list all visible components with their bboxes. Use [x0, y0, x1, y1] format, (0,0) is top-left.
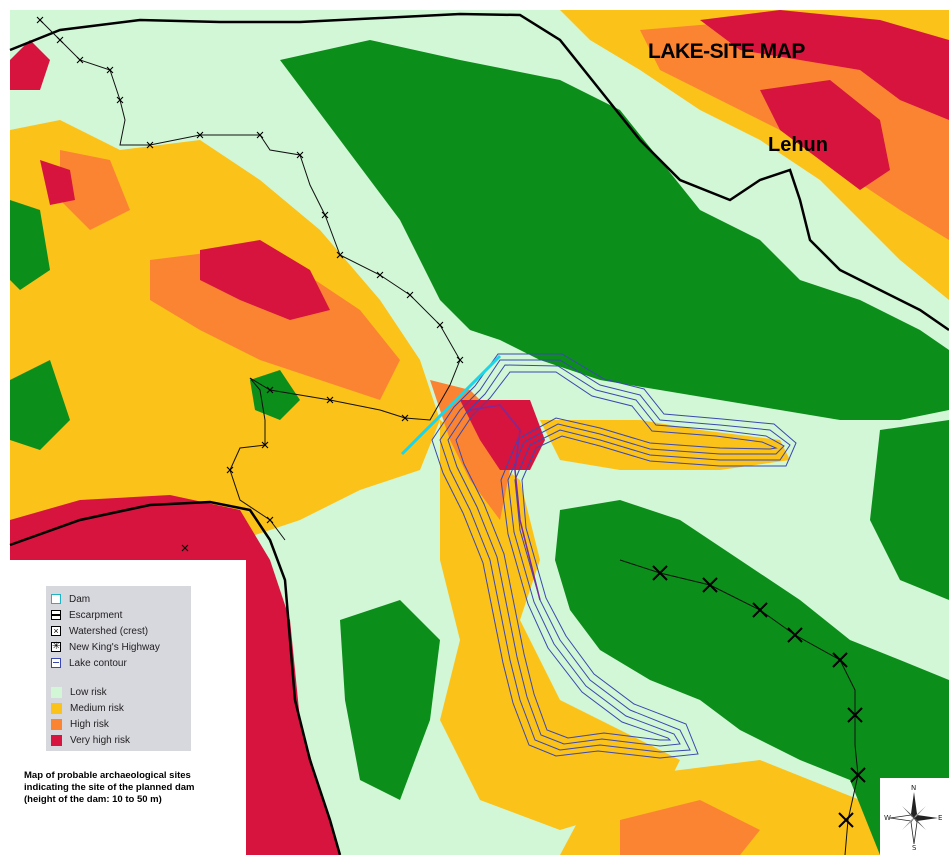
vegetation-area: [280, 40, 949, 420]
legend-item-low-risk[interactable]: Low risk: [46, 685, 107, 699]
legend-box: Dam Escarpment × Watershed (crest) ✳ New…: [46, 586, 191, 751]
caption-line: (height of the dam: 10 to 50 m): [24, 794, 162, 805]
vegetation-area: [610, 240, 720, 310]
very-high-risk-area: [460, 400, 545, 470]
very-high-risk-swatch: [51, 734, 62, 746]
caption-line: indicating the site of the planned dam: [24, 782, 195, 793]
lake-contours[interactable]: [431, 353, 797, 759]
high-risk-swatch: [51, 718, 62, 730]
legend-item-highway[interactable]: ✳ New King's Highway: [46, 640, 160, 654]
legend-panel: Dam Escarpment × Watershed (crest) ✳ New…: [10, 560, 246, 855]
very-high-risk-area: [760, 80, 890, 190]
vegetation-area: [870, 420, 949, 600]
dam-line[interactable]: [400, 354, 502, 456]
legend-label: Dam: [69, 593, 91, 605]
compass-north: N: [911, 784, 917, 792]
escarpment-line: [9, 500, 342, 855]
very-high-risk-area: [40, 160, 75, 205]
map-title: LAKE-SITE MAP: [648, 40, 805, 63]
highway-markers: [652, 565, 866, 828]
caption-line: Map of probable archaeological sites: [24, 770, 191, 781]
highway-line: [619, 559, 859, 855]
vegetation-area: [340, 600, 440, 800]
medium-risk-area: [540, 420, 790, 470]
highway-line-icon: ✳: [51, 641, 61, 652]
legend-label: New King's Highway: [69, 641, 160, 653]
compass-south: S: [912, 844, 917, 852]
medium-risk-swatch: [51, 702, 62, 714]
high-risk-area: [60, 150, 130, 230]
legend-item-medium-risk[interactable]: Medium risk: [46, 701, 124, 715]
high-risk-area: [150, 250, 400, 400]
legend-label: Lake contour: [69, 657, 127, 669]
legend-item-watershed[interactable]: × Watershed (crest): [46, 624, 148, 638]
vegetation-area: [10, 360, 70, 450]
legend-item-dam[interactable]: Dam: [46, 592, 90, 606]
legend-item-high-risk[interactable]: High risk: [46, 717, 109, 731]
escarpment-line-icon: [51, 610, 61, 620]
place-label-lehun: Lehun: [768, 134, 828, 156]
very-high-risk-area: [200, 240, 330, 320]
watershed-line-icon: ×: [51, 626, 61, 636]
vegetation-area: [555, 500, 949, 855]
legend-item-very-high-risk[interactable]: Very high risk: [46, 733, 130, 747]
watershed-markers: [36, 16, 464, 552]
lake-contour-inner: [469, 404, 541, 601]
compass-icon: [889, 792, 938, 845]
lake-contour-icon: [51, 658, 61, 668]
medium-risk-area: [10, 290, 80, 360]
legend-label: Watershed (crest): [69, 625, 149, 637]
dam-line-icon: [51, 594, 61, 604]
legend-label: Very high risk: [70, 734, 131, 746]
legend-label: Medium risk: [70, 702, 124, 714]
medium-risk-area: [440, 420, 680, 830]
legend-label: Low risk: [70, 686, 107, 698]
high-risk-area: [620, 800, 760, 855]
vegetation-area: [10, 200, 50, 290]
legend-label: Escarpment: [69, 609, 123, 621]
legend-item-escarpment[interactable]: Escarpment: [46, 608, 122, 622]
map-caption: Map of probable archaeological sites ind…: [24, 770, 234, 806]
legend-label: High risk: [70, 718, 109, 730]
low-risk-swatch: [51, 686, 62, 698]
escarpment-line: [9, 12, 949, 332]
compass-east: E: [938, 814, 943, 822]
compass-rose: N E W S: [880, 778, 949, 855]
compass-west: W: [884, 814, 891, 822]
watershed-line: [39, 19, 461, 541]
very-high-risk-area: [700, 10, 949, 120]
legend-item-lake-contour[interactable]: Lake contour: [46, 656, 127, 670]
very-high-risk-area: [10, 40, 50, 90]
